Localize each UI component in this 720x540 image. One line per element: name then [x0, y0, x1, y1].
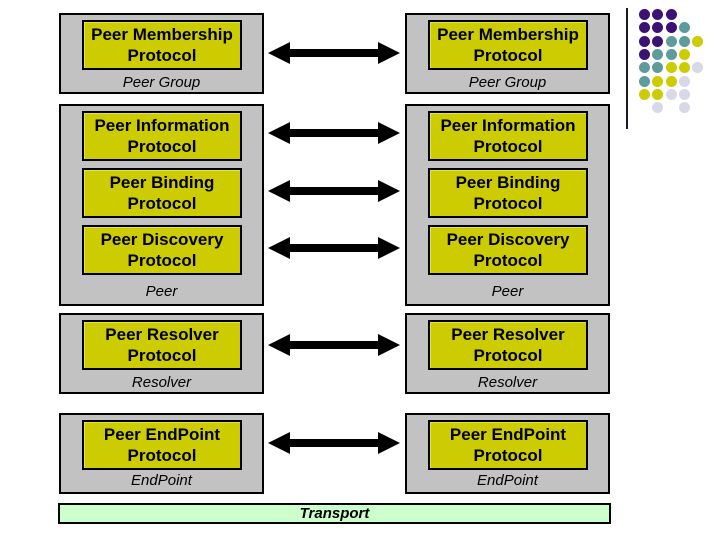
endpoint-container-right: Peer EndPoint Protocol EndPoint [405, 413, 610, 494]
decor-dot [652, 49, 664, 60]
protocol-label-line1: Peer Resolver [105, 325, 219, 344]
decor-dot [679, 102, 690, 114]
decor-dot [639, 35, 650, 47]
protocol-label-line1: Peer Information [440, 116, 576, 135]
resolver-container-left: Peer Resolver Protocol Resolver [59, 313, 264, 394]
decor-dot [665, 9, 677, 20]
protocol-label-line2: Protocol [127, 137, 197, 156]
endpoint-container-left: Peer EndPoint Protocol EndPoint [59, 413, 264, 494]
protocol-label-line2: Protocol [473, 46, 543, 65]
decor-dot [665, 49, 677, 60]
peer-group-label-right: Peer Group [468, 74, 547, 91]
protocol-label-line2: Protocol [473, 251, 543, 270]
decor-dot [692, 35, 704, 47]
protocol-label-line2: Protocol [127, 194, 197, 213]
protocol-label-line2: Protocol [473, 137, 543, 156]
protocol-label-line1: Peer Binding [109, 173, 215, 192]
protocol-label-line1: Peer Resolver [451, 325, 565, 344]
decor-dot [639, 89, 650, 100]
protocol-label-line2: Protocol [127, 46, 197, 65]
peer-group-container-left: Peer Membership Protocol Peer Group [59, 13, 264, 94]
decor-dot [665, 75, 677, 87]
protocol-label-line2: Protocol [473, 346, 543, 365]
decor-dot [639, 22, 650, 34]
decor-dot [665, 62, 677, 74]
resolver-label-left: Resolver [131, 374, 192, 391]
decor-dot [665, 22, 677, 34]
protocol-label-line2: Protocol [127, 346, 197, 365]
decor-dot [639, 49, 650, 60]
decor-dot [679, 22, 690, 34]
protocol-label-line1: Peer Membership [91, 25, 233, 44]
double-arrow-binding [268, 179, 400, 203]
peer-information-protocol-box-right: Peer Information Protocol [428, 111, 588, 161]
dot-grid [639, 9, 707, 117]
transport-bar: Transport [58, 503, 611, 524]
peer-binding-protocol-box-left: Peer Binding Protocol [82, 168, 242, 218]
resolver-container-right: Peer Resolver Protocol Resolver [405, 313, 610, 394]
decor-dot [679, 75, 690, 87]
decor-dot [639, 75, 650, 87]
protocol-label-line1: Peer EndPoint [103, 425, 221, 444]
peer-endpoint-protocol-box-right: Peer EndPoint Protocol [428, 420, 588, 470]
protocol-label-line1: Peer Information [94, 116, 230, 135]
decor-dot [679, 49, 690, 60]
decor-dot [652, 35, 664, 47]
peer-label-left: Peer [145, 283, 178, 300]
resolver-label-right: Resolver [477, 374, 538, 391]
protocol-label-line1: Peer Binding [455, 173, 561, 192]
protocol-label-line1: Peer Discovery [446, 230, 570, 249]
transport-label: Transport [299, 505, 370, 522]
protocol-label-line2: Protocol [473, 194, 543, 213]
peer-resolver-protocol-box-left: Peer Resolver Protocol [82, 320, 242, 370]
decor-dot [679, 62, 690, 74]
decor-dot [665, 35, 677, 47]
decor-dot [679, 89, 690, 100]
endpoint-label-left: EndPoint [131, 472, 192, 489]
decor-dot [665, 89, 677, 100]
decor-dot [652, 9, 664, 20]
peer-container-right: Peer Information Protocol Peer Binding P… [405, 104, 610, 306]
double-arrow-membership [268, 41, 400, 65]
decor-dot [639, 9, 650, 20]
decor-dot [692, 62, 704, 74]
peer-endpoint-protocol-box-left: Peer EndPoint Protocol [82, 420, 242, 470]
peer-label-right: Peer [491, 283, 524, 300]
peer-binding-protocol-box-right: Peer Binding Protocol [428, 168, 588, 218]
protocol-label-line1: Peer Discovery [100, 230, 224, 249]
decor-dot [652, 22, 664, 34]
decor-dot [652, 102, 664, 114]
peer-discovery-protocol-box-right: Peer Discovery Protocol [428, 225, 588, 275]
protocol-label-line2: Protocol [127, 446, 197, 465]
peer-discovery-protocol-box-left: Peer Discovery Protocol [82, 225, 242, 275]
peer-information-protocol-box-left: Peer Information Protocol [82, 111, 242, 161]
decor-dot [652, 75, 664, 87]
peer-container-left: Peer Information Protocol Peer Binding P… [59, 104, 264, 306]
peer-group-label-left: Peer Group [122, 74, 201, 91]
double-arrow-resolver [268, 333, 400, 357]
peer-resolver-protocol-box-right: Peer Resolver Protocol [428, 320, 588, 370]
double-arrow-information [268, 121, 400, 145]
decor-dot [652, 89, 664, 100]
protocol-label-line1: Peer Membership [437, 25, 579, 44]
accent-line [626, 8, 628, 129]
peer-membership-protocol-box-left: Peer Membership Protocol [82, 20, 242, 70]
decor-dot [679, 35, 690, 47]
double-arrow-endpoint [268, 431, 400, 455]
protocol-label-line2: Protocol [473, 446, 543, 465]
decor-dot [639, 62, 650, 74]
endpoint-label-right: EndPoint [477, 472, 538, 489]
protocol-label-line1: Peer EndPoint [449, 425, 567, 444]
double-arrow-discovery [268, 236, 400, 260]
decor-dot [652, 62, 664, 74]
peer-group-container-right: Peer Membership Protocol Peer Group [405, 13, 610, 94]
protocol-label-line2: Protocol [127, 251, 197, 270]
peer-membership-protocol-box-right: Peer Membership Protocol [428, 20, 588, 70]
